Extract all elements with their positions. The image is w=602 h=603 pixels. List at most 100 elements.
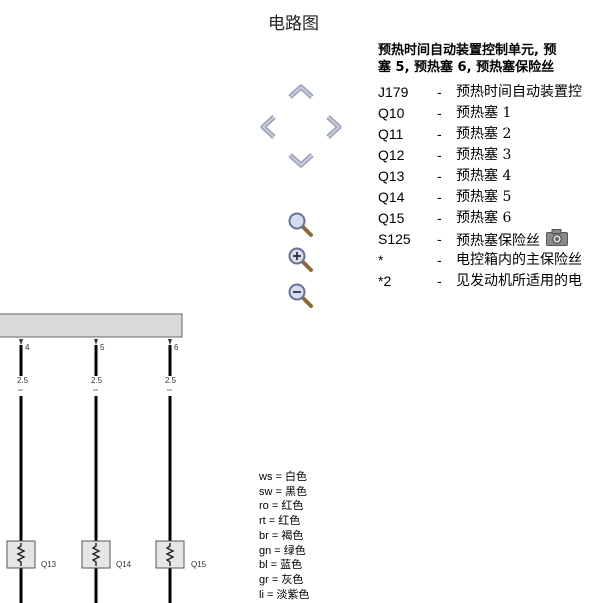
legend-heading-line-1: 预热时间自动装置控制单元, 预 [378,43,557,58]
legend-code: Q14 [378,189,405,205]
chevron-down-icon [288,153,314,168]
color-key-row: rt = 红色 [259,515,301,528]
wire-color-code: sw [18,387,23,392]
control-unit-box [0,313,183,338]
legend-row: Q10 - 预热塞 1 [378,103,602,124]
color-key-row: br = 褐色 [259,529,304,542]
legend-row: *2 - 见发动机所适用的电 [378,271,602,292]
legend-row: J179 - 预热时间自动装置控 [378,82,602,103]
color-code: rt [259,515,266,528]
legend-desc: 预热塞 2 [456,126,512,142]
color-code: gr [259,573,269,586]
pan-left-button[interactable] [259,114,277,145]
legend-desc: 预热塞 4 [456,168,512,184]
color-name: 褐色 [281,529,304,542]
chevron-up-icon [288,84,314,99]
legend-row: Q11 - 预热塞 2 [378,124,602,145]
pin-number: 6 [174,343,179,352]
legend-row: Q15 - 预热塞 6 [378,208,602,229]
pan-down-button[interactable] [287,152,315,173]
pin-arrow [94,339,98,345]
pin-number: 4 [25,343,30,352]
legend-desc: 预热塞 5 [456,189,512,205]
legend-row: Q13 - 预热塞 4 [378,166,602,187]
color-name: 白色 [285,471,307,483]
color-name: 淡紫色 [276,588,310,601]
legend-code: J179 [378,84,409,100]
legend-desc: 电控箱内的主保险丝 [456,252,582,268]
chevron-right-icon [326,115,342,139]
legend-code: Q11 [378,126,404,142]
legend-dash: - [437,168,442,184]
color-code: br [259,529,269,542]
color-key-row: gn = 绿色 [259,544,306,557]
glow-plug-q15: Q15 [155,540,207,569]
camera-icon[interactable] [546,229,568,253]
legend-desc: 预热时间自动装置控 [456,84,582,100]
zoom-fit-button[interactable] [287,211,315,244]
legend-code: *2 [378,273,392,289]
pan-right-button[interactable] [325,114,343,145]
color-key-row: li = 淡紫色 [259,588,310,601]
color-code: sw [259,485,273,498]
color-name: 绿色 [283,544,306,557]
legend-heading: 预热时间自动装置控制单元, 预 塞 5, 预热塞 6, 预热塞保险丝 [378,42,602,76]
color-code: ws [259,471,273,483]
color-code: bl [259,559,268,572]
legend-desc: 预热塞保险丝 [456,229,568,253]
legend-code: Q12 [378,147,405,163]
legend-desc: 预热塞 1 [456,105,512,121]
legend-dash: - [437,210,442,226]
color-code: ro [259,500,269,513]
legend-desc-text: 预热塞保险丝 [456,233,540,249]
color-key-row: sw = 黑色 [259,485,307,498]
component-label: Q15 [191,560,207,569]
legend-desc: 预热塞 6 [456,210,512,226]
legend-code: Q13 [378,168,405,184]
legend-code: * [378,252,384,268]
color-key-row: ro = 红色 [259,500,304,513]
legend-dash: - [437,147,442,163]
legend-desc: 见发动机所适用的电 [456,273,582,289]
legend-dash: - [437,105,442,121]
legend-dash: - [437,273,442,289]
color-name: 红色 [281,500,304,513]
component-label: Q14 [116,560,132,569]
legend-desc: 预热塞 3 [456,147,512,163]
legend-row: Q12 - 预热塞 3 [378,145,602,166]
color-name: 黑色 [285,485,307,498]
color-key-row: gr = 灰色 [259,573,304,586]
wire-pin-4: 4 2.5 sw [17,339,30,603]
color-name: 灰色 [281,573,304,586]
zoom-in-button[interactable] [287,246,315,279]
zoom-out-icon [288,283,313,308]
legend-dash: - [437,189,442,205]
zoom-in-icon [288,247,313,272]
legend-code: Q15 [378,210,405,226]
color-key-row: bl = 蓝色 [259,559,303,572]
wire-color-code: sw [93,387,98,392]
pan-up-button[interactable] [287,84,315,105]
legend-row: Q14 - 预热塞 5 [378,187,602,208]
legend-row: * - 电控箱内的主保险丝 [378,250,602,271]
component-legend: J179 - 预热时间自动装置控 Q10 - 预热塞 1 Q11 - 预热塞 2… [378,82,602,292]
legend-code: Q10 [378,105,405,121]
pin-arrow [168,339,172,345]
wire-gauge: 2.5 [165,376,177,385]
color-name: 蓝色 [280,559,303,572]
pin-arrow [19,339,23,345]
wire-pin-6: 6 2.5 sw [165,339,179,603]
component-label: Q13 [41,560,57,569]
wire-gauge: 2.5 [91,376,103,385]
magnifier-icon [288,212,313,237]
diagram-title: 电路图 [268,14,319,34]
color-code: gn [259,544,272,557]
zoom-out-button[interactable] [287,282,315,315]
legend-dash: - [437,231,442,247]
legend-heading-line-2: 塞 5, 预热塞 6, 预热塞保险丝 [378,60,555,75]
legend-dash: - [437,84,442,100]
glow-plug-q14: Q14 [81,540,132,569]
legend-dash: - [437,126,442,142]
legend-row: S125 - 预热塞保险丝 [378,229,602,250]
